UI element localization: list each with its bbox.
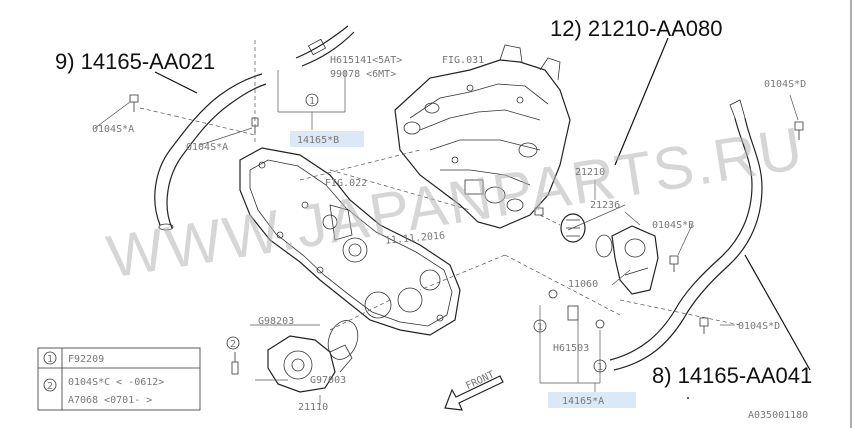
legend-num-2: 2 [47, 381, 53, 392]
hose-9[interactable] [154, 73, 267, 231]
label-11060[interactable]: 11060 [568, 279, 598, 290]
timing-cover[interactable] [239, 147, 461, 336]
svg-text:1: 1 [597, 362, 603, 373]
pump-bolt [231, 352, 239, 375]
label-date: 11.11.2016 [385, 231, 446, 247]
label-99078[interactable]: 99078 <6MT> [330, 69, 396, 80]
water-pump[interactable] [267, 335, 353, 393]
ref-circle-1b: 1 [533, 319, 547, 333]
label-0104sd-2[interactable]: 0104S*D [738, 321, 780, 332]
thermostat-cover[interactable] [611, 225, 659, 295]
callout-9[interactable]: 9) 14165-AA021 [55, 49, 215, 74]
bolts [129, 94, 804, 334]
engine-block[interactable] [394, 44, 571, 229]
pump-gasket [327, 320, 359, 360]
svg-text:1: 1 [309, 96, 315, 107]
hose-8[interactable] [609, 99, 763, 371]
leader-lines [94, 40, 799, 405]
label-0104sb[interactable]: 0104S*B [652, 220, 694, 231]
label-0104sa-2[interactable]: 0104S*A [186, 142, 228, 153]
hose-a-parts [548, 289, 605, 329]
label-14165b[interactable]: 14165*B [297, 135, 339, 146]
ref-circle-1c: 1 [593, 359, 607, 373]
callout-lines [154, 37, 811, 371]
label-21110[interactable]: 21110 [298, 402, 328, 413]
label-21236[interactable]: 21236 [590, 200, 620, 211]
hose-b[interactable] [295, 25, 355, 67]
callout-8[interactable]: 8) 14165-AA041 [652, 363, 812, 388]
label-0104sa-1[interactable]: 0104S*A [92, 124, 134, 135]
svg-text:1: 1 [537, 322, 543, 333]
label-0104sd-1[interactable]: 0104S*D [764, 79, 806, 90]
legend-table [37, 347, 201, 411]
legend-row-2[interactable]: 0104S*C < -0612> [68, 377, 164, 388]
ref-circle-2: 2 [226, 336, 240, 350]
legend-num-1: 1 [47, 354, 53, 365]
label-fig022[interactable]: FIG.022 [325, 178, 367, 189]
highlight-14165a [548, 392, 636, 408]
label-h61503[interactable]: H61503 [553, 343, 589, 354]
callout-12[interactable]: 12) 21210-AA080 [550, 16, 722, 41]
front-arrow: FRONT [444, 369, 504, 411]
svg-text:FRONT: FRONT [464, 369, 496, 392]
label-g98203[interactable]: G98203 [258, 316, 294, 327]
label-h615141[interactable]: H615141<5AT> [330, 55, 402, 66]
label-fig031[interactable]: FIG.031 [442, 55, 484, 66]
label-21210[interactable]: 21210 [575, 167, 605, 178]
marker-dot [687, 397, 689, 399]
svg-text:2: 2 [230, 339, 236, 350]
watermark: WWW.JAPANPARTS.RU [103, 114, 809, 290]
highlight-14165b [290, 131, 364, 147]
legend-row-1[interactable]: F92209 [68, 354, 104, 365]
figure-code: A035001180 [748, 410, 808, 421]
thermostat-gasket [595, 234, 613, 258]
ref-circle-1a: 1 [305, 93, 319, 107]
label-14165a[interactable]: 14165*A [562, 396, 604, 407]
label-g97003[interactable]: G97003 [310, 375, 346, 386]
legend-row-3[interactable]: A7068 <0701- > [68, 395, 152, 406]
